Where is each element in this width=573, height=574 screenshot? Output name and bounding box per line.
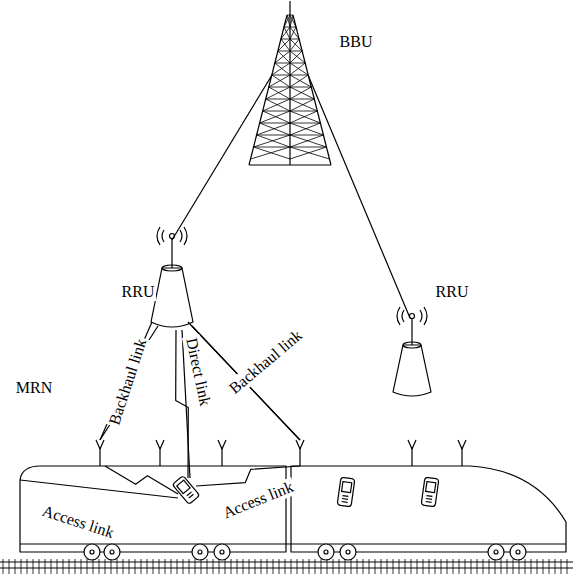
radio-links	[20, 322, 300, 498]
wheels	[84, 544, 526, 560]
link-label: Backhaul link	[225, 325, 308, 398]
rru-right	[393, 307, 431, 396]
rru-label: RRU	[120, 283, 157, 301]
phone-upright	[337, 477, 355, 507]
rail-track	[0, 559, 573, 574]
train	[20, 466, 566, 552]
bbu-label: BBU	[338, 33, 375, 51]
mrn-label: MRN	[14, 379, 54, 397]
fronthaul-line	[308, 75, 410, 318]
phone-upright	[421, 477, 439, 507]
roof-antennas	[96, 440, 466, 466]
rru-label: RRU	[434, 283, 471, 301]
rru-left	[151, 227, 193, 327]
link-label: Backhaul link	[105, 335, 151, 429]
link-label: Access link	[38, 502, 118, 543]
phone-lying	[172, 476, 199, 505]
link-label: Direct link	[182, 335, 214, 410]
fronthaul-line	[172, 75, 272, 240]
bbu-tower	[249, 1, 331, 165]
link-label: Access link	[218, 477, 297, 523]
